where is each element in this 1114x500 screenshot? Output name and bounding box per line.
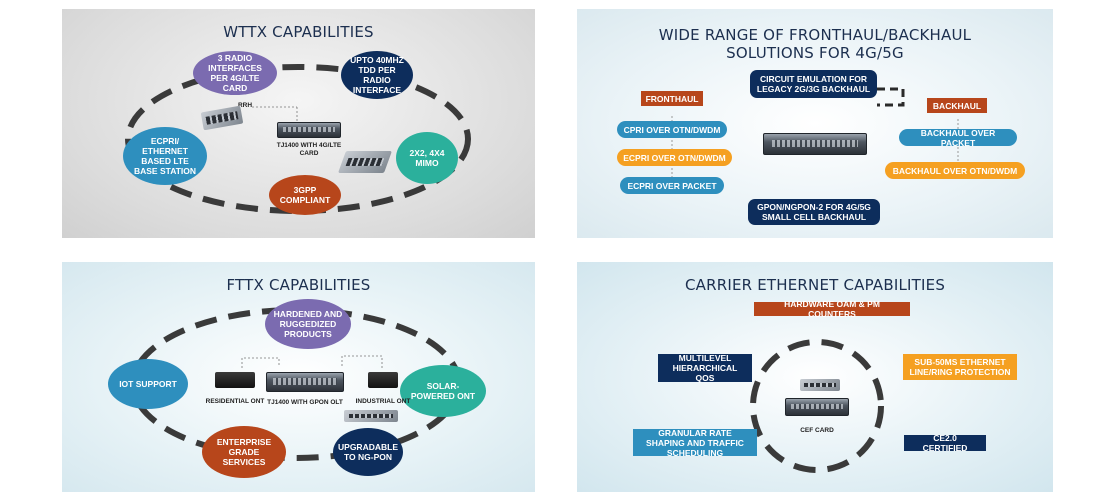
gpon-olt-device-image	[266, 372, 344, 392]
cef-card-label: CEF CARD	[800, 427, 834, 434]
sub50-protection-box: SUB-50ms ETHERNET LINE/RING PROTECTION	[903, 354, 1017, 380]
wttx-title: WTTX CAPABILITIES	[223, 23, 374, 41]
fronthaul-item-ecpri-otn: eCPRI OVER OTN/DWDM	[617, 149, 732, 166]
cef-card-image	[800, 379, 840, 391]
residential-ont-image	[215, 372, 255, 388]
backhaul-item-packet: BACKHAUL OVER PACKET	[899, 128, 1017, 148]
wttx-panel: WTTX CAPABILITIES 3 RADIO INTERFACES PER…	[62, 9, 535, 238]
multilevel-qos-box: MULTILEVEL HIERARCHICAL QOS	[658, 353, 752, 383]
fttx-title: FTTX CAPABILITIES	[226, 276, 371, 294]
residential-ont-label: RESIDENTIAL ONT	[205, 398, 265, 405]
fronthaul-item-cpri-otn: CPRI OVER OTN/DWDM	[617, 121, 727, 138]
wttx-node-radio-interfaces: 3 RADIO INTERFACES PER 4G/LTE CARD	[193, 51, 277, 95]
fttx-node-iot: IOT SUPPORT	[108, 359, 188, 409]
carrier-dashed-ring	[750, 339, 884, 473]
industrial-ont-image	[368, 372, 398, 388]
fttx-node-enterprise: ENTERPRISE GRADE SERVICES	[202, 426, 286, 478]
fttx-node-hardened: HARDENED AND RUGGEDIZED PRODUCTS	[265, 299, 351, 349]
fronthaul-device-image	[763, 133, 867, 155]
granular-shaping-box: GRANULAR RATE SHAPING AND TRAFFIC SCHEDU…	[633, 428, 757, 458]
wttx-dashed-ring	[125, 64, 471, 214]
wttx-center-label: TJ1400 WITH 4G/LTE CARD	[276, 142, 342, 157]
fronthaul-item-ecpri-packet: eCPRI OVER PACKET	[620, 177, 724, 194]
fronthaul-header: FRONTHAUL	[641, 91, 703, 106]
fttx-panel: FTTX CAPABILITIES HARDENED AND RUGGEDIZE…	[62, 262, 535, 492]
wttx-node-tdd: UPTO 40MHZ TDD PER RADIO INTERFACE	[341, 51, 413, 99]
lte-card-image	[337, 151, 393, 173]
backhaul-header: BACKHAUL	[927, 98, 987, 113]
fttx-center-label: TJ1400 WITH GPON OLT	[267, 399, 343, 406]
wttx-node-mimo: 2X2, 4X4 MIMO	[396, 132, 458, 184]
wttx-node-ecpri-station: eCPRI/ ETHERNET BASED LTE BASE STATION	[123, 127, 207, 185]
carrier-title: CARRIER ETHERNET CAPABILITIES	[684, 276, 946, 294]
circuit-emulation-box: CIRCUIT EMULATION FOR LEGACY 2G/3G BACKH…	[750, 70, 877, 98]
hardware-oam-box: HARDWARE OAM & PM COUNTERS	[754, 299, 910, 319]
backhaul-item-otn: BACKHAUL OVER OTN/DWDM	[885, 162, 1025, 179]
ce2-certified-box: CE2.0 CERTIFIED	[904, 433, 986, 453]
tj1400-device-image	[277, 122, 341, 138]
gpon-card-image	[344, 410, 398, 422]
gpon-small-cell-box: GPON/NGPON-2 FOR 4G/5G SMALL CELL BACKHA…	[748, 199, 880, 225]
wttx-rrh-label: RRH	[237, 102, 253, 109]
fttx-node-upgradable: UPGRADABLE TO NG-PON	[333, 428, 403, 476]
fronthaul-title-line1: WIDE RANGE OF FRONTHAUL/BACKHAUL	[658, 26, 972, 44]
carrier-panel: CARRIER ETHERNET CAPABILITIES HARDWARE O…	[577, 262, 1053, 492]
fronthaul-title-line2: SOLUTIONS FOR 4G/5G	[726, 44, 904, 62]
wttx-node-3gpp: 3GPP COMPLIANT	[269, 175, 341, 215]
industrial-ont-label: INDUSTRIAL ONT	[355, 398, 411, 405]
fronthaul-panel: WIDE RANGE OF FRONTHAUL/BACKHAUL SOLUTIO…	[577, 9, 1053, 238]
fttx-node-solar: SOLAR-POWERED ONT	[400, 365, 486, 417]
carrier-device-image	[785, 398, 849, 416]
